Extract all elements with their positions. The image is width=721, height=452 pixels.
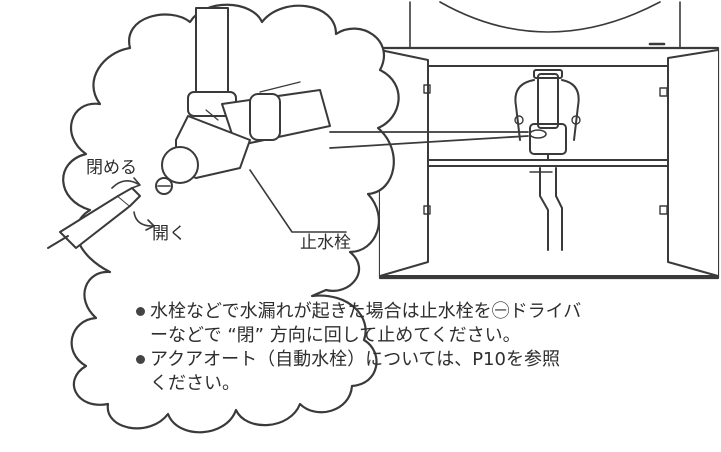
label-open: 開く <box>152 224 186 244</box>
instruction-notes: 水栓などで水漏れが起きた場合は止水栓を㊀ドライバ ーなどで “閉” 方向に回して… <box>136 300 581 396</box>
note-item: 水栓などで水漏れが起きた場合は止水栓を㊀ドライバ ーなどで “閉” 方向に回して… <box>136 300 581 348</box>
screwdriver-icon <box>47 187 141 249</box>
note-line: ください。 <box>150 373 240 394</box>
stop-valve-illustration <box>155 7 331 195</box>
bullet-icon <box>136 307 145 316</box>
label-close: 閉める <box>86 158 137 178</box>
note-line: ーなどで “閉” 方向に回して止めてください。 <box>150 325 521 346</box>
bullet-icon <box>136 355 145 364</box>
rotate-arrow-icon <box>111 180 139 189</box>
label-stop-valve: 止水栓 <box>300 233 351 253</box>
vanity-cabinet <box>378 1 720 280</box>
note-line: 水栓などで水漏れが起きた場合は止水栓を㊀ドライバ <box>150 301 582 322</box>
note-item: アクアオート（自動水栓）については、P10を参照 ください。 <box>136 348 560 396</box>
stop-valve-leader <box>249 169 347 233</box>
note-line: アクアオート（自動水栓）については、P10を参照 <box>150 349 560 370</box>
